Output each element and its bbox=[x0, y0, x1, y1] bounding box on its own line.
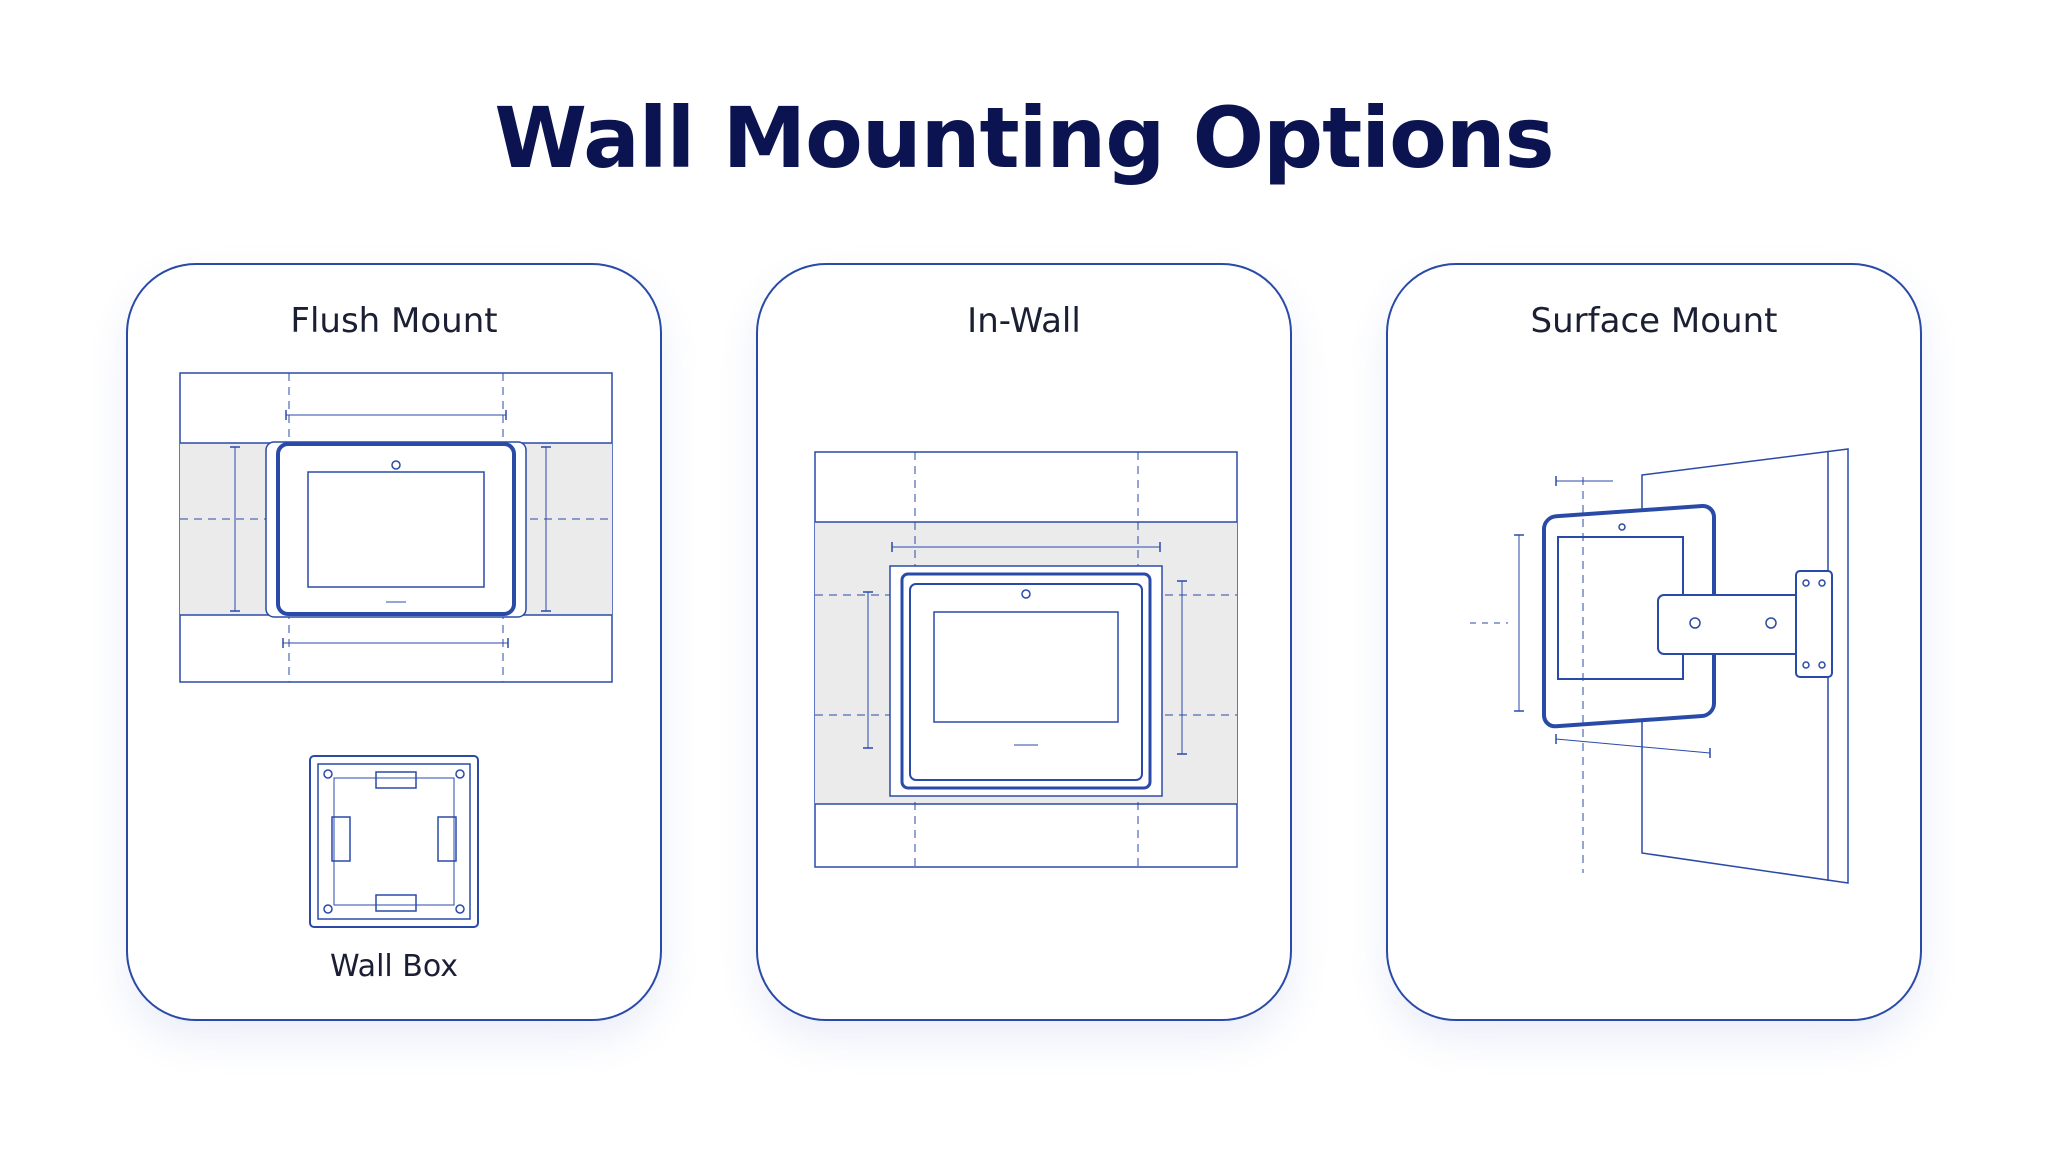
page-title: Wall Mounting Options bbox=[494, 89, 1554, 187]
wall-box-label: Wall Box bbox=[329, 949, 459, 984]
card-surface-mount: Surface Mount bbox=[1386, 263, 1922, 1021]
card-flush-mount: Flush Mount bbox=[126, 263, 662, 1021]
card-in-wall: In-Wall bbox=[756, 263, 1292, 1021]
surface-mount-diagram bbox=[1470, 448, 1849, 884]
card-title-in-wall: In-Wall bbox=[967, 301, 1081, 341]
in-wall-diagram bbox=[814, 451, 1238, 868]
card-title-flush-mount: Flush Mount bbox=[290, 301, 498, 341]
flush-mount-diagram bbox=[179, 372, 613, 928]
card-title-surface-mount: Surface Mount bbox=[1530, 301, 1778, 341]
